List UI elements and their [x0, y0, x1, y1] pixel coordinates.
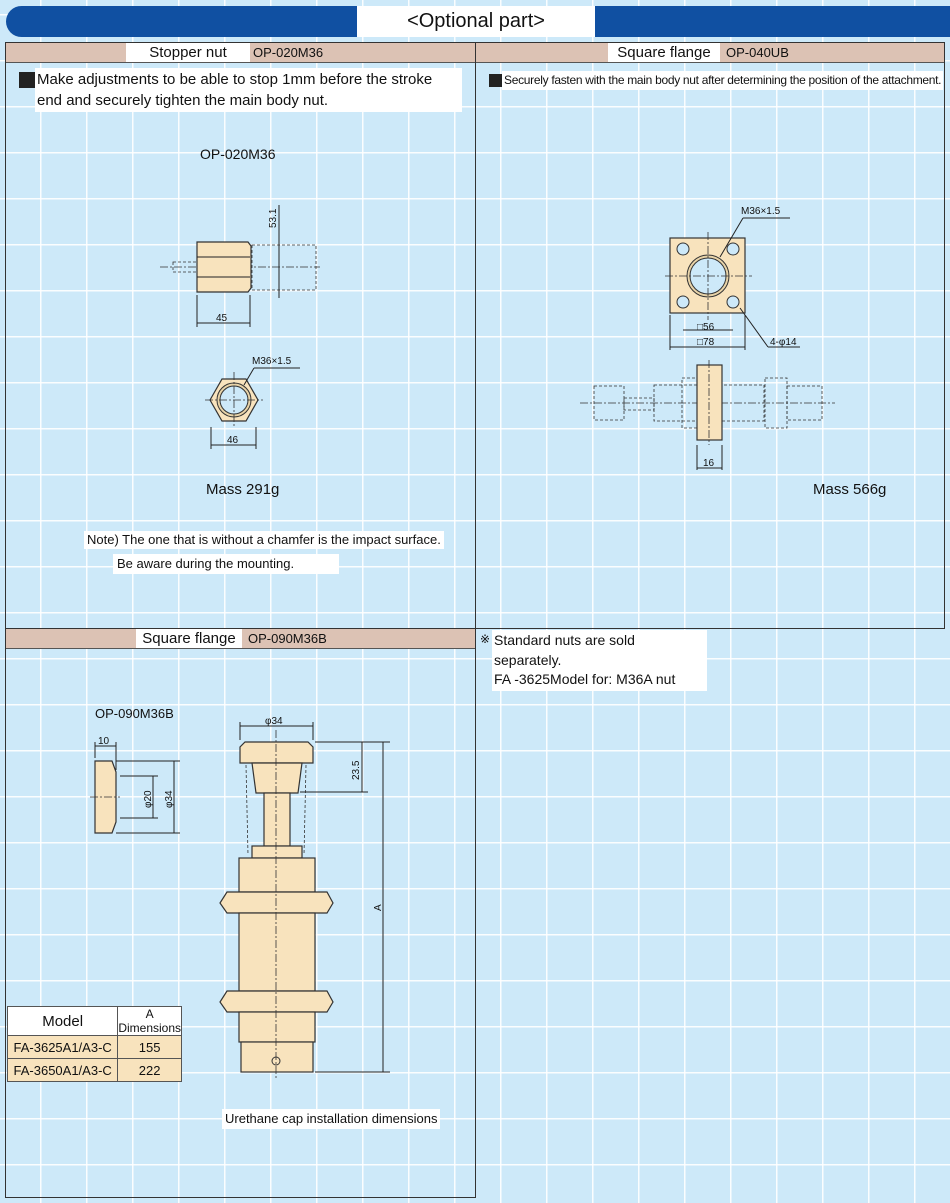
model-cell: FA-3625A1/A3-C	[6, 1035, 119, 1059]
bullet-square-icon	[489, 74, 502, 87]
holes-label: 4-φ14	[770, 337, 797, 348]
instruction-text: Make adjustments to be able to stop 1mm …	[35, 68, 462, 112]
dim-23-5: 23.5	[351, 760, 362, 780]
dim-outer: □78	[697, 337, 715, 348]
dim-length: 45	[216, 313, 228, 324]
square-flange-side-drawing: 16	[580, 360, 835, 470]
footnote-line-2: FA -3625Model for: M36A nut	[494, 671, 676, 688]
drawing-title: OP-090M36B	[95, 706, 174, 721]
dim-pitch: □56	[697, 322, 715, 333]
dim-cap: φ34	[265, 716, 283, 727]
panel-label: Square flange	[608, 43, 720, 62]
urethane-cap-drawing: 10 φ20 φ34	[90, 736, 180, 834]
caption: Urethane cap installation dimensions	[222, 1109, 441, 1130]
header-a-dimensions: A Dimensions	[117, 1006, 182, 1036]
dim-a: A	[373, 904, 384, 911]
footnote-line-1: Standard nuts are sold separately.	[494, 632, 635, 668]
a-cell: 222	[117, 1058, 182, 1082]
model-cell: FA-3650A1/A3-C	[6, 1058, 119, 1082]
panel-label: Stopper nut	[126, 43, 250, 62]
dim-across: 46	[227, 435, 239, 446]
dim-inner: φ20	[143, 790, 154, 808]
square-flange-front-drawing: M36×1.5 □56 □78 4-φ14	[665, 206, 800, 350]
dim-thickness: 16	[703, 458, 715, 469]
mass-label: Mass 566g	[813, 481, 887, 498]
part-code: OP-020M36	[253, 45, 324, 60]
thread-label: M36×1.5	[741, 206, 781, 217]
mass-label: Mass 291g	[206, 481, 280, 498]
square-flange-panel: Square flange OP-040UB	[475, 42, 945, 629]
footnote-text: Standard nuts are sold separately. FA -3…	[492, 630, 707, 691]
drawing-title: OP-020M36	[200, 146, 276, 162]
instruction-text: Securely fasten with the main body nut a…	[502, 71, 944, 90]
thread-label: M36×1.5	[252, 356, 292, 367]
shock-absorber-drawing: φ34 23.5 A	[219, 716, 390, 1080]
stopper-nut-side-drawing: 45 53.1	[160, 205, 320, 327]
note-line-1: Note) The one that is without a chamfer …	[84, 531, 444, 550]
header-model: Model	[6, 1006, 119, 1036]
bullet-square-icon	[19, 72, 35, 88]
dim-outer: φ34	[164, 790, 175, 808]
part-code: OP-090M36B	[248, 631, 327, 646]
reference-mark-icon: ※	[480, 632, 491, 646]
dim-thick: 10	[98, 736, 110, 747]
panel-label: Square flange	[136, 629, 242, 648]
page-title: <Optional part>	[357, 6, 595, 37]
dim-stroke: 53.1	[268, 208, 279, 228]
note-line-2: Be aware during the mounting.	[113, 554, 339, 575]
stopper-nut-front-drawing: M36×1.5 46	[205, 356, 300, 449]
part-code: OP-040UB	[726, 45, 789, 60]
